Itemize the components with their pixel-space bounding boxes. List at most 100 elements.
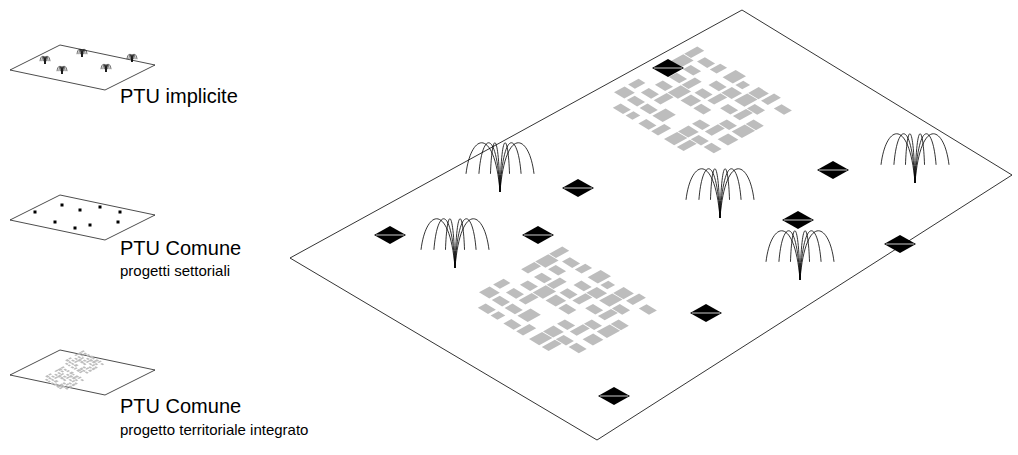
building-block <box>63 379 67 381</box>
building-block <box>77 356 81 358</box>
building-block <box>92 358 95 360</box>
building-block <box>519 293 539 304</box>
building-block <box>546 295 567 307</box>
building-block <box>59 384 64 387</box>
project-marker <box>884 235 916 253</box>
building-cluster <box>613 47 792 154</box>
fountain-jet <box>129 54 132 62</box>
fountain-jet <box>699 169 720 218</box>
building-block <box>641 88 659 99</box>
building-block <box>65 359 70 362</box>
building-block <box>57 372 61 374</box>
marker-line <box>654 68 682 69</box>
building-block <box>48 377 52 379</box>
building-block <box>628 79 645 89</box>
building-block <box>516 324 536 335</box>
building-block <box>557 319 575 330</box>
building-block <box>75 375 80 378</box>
project-marker <box>117 221 120 224</box>
building-block <box>80 379 84 381</box>
building-block <box>479 287 500 299</box>
building-block <box>63 375 67 377</box>
small-plate <box>10 350 155 395</box>
building-block <box>50 382 54 384</box>
building-block <box>534 273 552 284</box>
building-block <box>54 380 59 383</box>
plate-title: PTU implicite <box>120 85 238 108</box>
fountain-jet <box>905 134 915 183</box>
building-block <box>68 382 72 384</box>
building-block <box>655 80 673 91</box>
fountain-symbol <box>421 219 489 268</box>
fountain-jet <box>479 143 500 192</box>
project-marker <box>817 161 849 179</box>
project-marker <box>522 226 554 244</box>
fountain-jet <box>45 56 50 64</box>
fountain-jet <box>455 219 465 268</box>
building-block <box>88 369 93 372</box>
building-block <box>705 124 725 135</box>
building-block <box>611 320 629 331</box>
fountain-jet <box>42 56 45 64</box>
fountain-jet <box>434 219 455 268</box>
building-block <box>492 296 510 307</box>
building-block <box>60 373 64 376</box>
building-block <box>721 87 742 99</box>
building-block <box>73 367 77 370</box>
building-block <box>584 320 602 331</box>
marker-line <box>819 170 847 171</box>
decoration <box>34 47 950 405</box>
building-block <box>651 124 671 135</box>
building-block <box>48 373 52 375</box>
fountain-jet <box>106 64 111 72</box>
building-block <box>678 126 699 138</box>
building-block <box>74 354 78 357</box>
building-block <box>82 366 86 368</box>
building-block <box>692 119 710 129</box>
project-marker <box>782 211 814 229</box>
building-block <box>91 364 95 367</box>
building-block <box>51 379 55 381</box>
building-block <box>81 350 85 353</box>
fountain-jet <box>421 219 455 268</box>
building-block <box>63 369 67 371</box>
building-block <box>71 359 75 361</box>
fountain-jet <box>720 169 754 218</box>
fountain-jet <box>790 231 800 280</box>
building-block <box>60 370 64 372</box>
building-block <box>560 288 578 299</box>
building-block <box>575 264 592 274</box>
project-marker <box>79 209 82 212</box>
fountain-jet <box>77 49 82 57</box>
fountain-jet <box>57 66 62 74</box>
building-block <box>640 104 658 115</box>
project-marker <box>89 224 92 227</box>
fountain-jet <box>894 134 915 183</box>
building-block <box>45 375 50 378</box>
project-marker <box>74 227 77 230</box>
building-block <box>83 359 87 361</box>
fountain-jet <box>800 231 810 280</box>
building-block <box>627 96 645 107</box>
building-block <box>556 335 574 346</box>
fountain-jet <box>79 49 82 57</box>
fountain-jet <box>132 54 137 62</box>
marker-line <box>564 188 592 189</box>
fountain-jet <box>915 134 925 183</box>
building-block <box>720 104 738 115</box>
project-marker <box>34 211 37 214</box>
building-block <box>517 309 540 323</box>
building-block <box>761 94 781 105</box>
building-block <box>506 288 524 299</box>
fountain-symbol <box>40 56 50 64</box>
building-block <box>570 324 590 335</box>
building-block <box>569 343 587 354</box>
building-block <box>85 367 89 370</box>
building-block <box>62 382 66 384</box>
building-block <box>654 93 674 104</box>
building-block <box>521 262 541 273</box>
building-block <box>695 88 713 99</box>
building-block <box>493 279 510 289</box>
building-block <box>54 377 58 380</box>
building-block <box>747 104 765 115</box>
